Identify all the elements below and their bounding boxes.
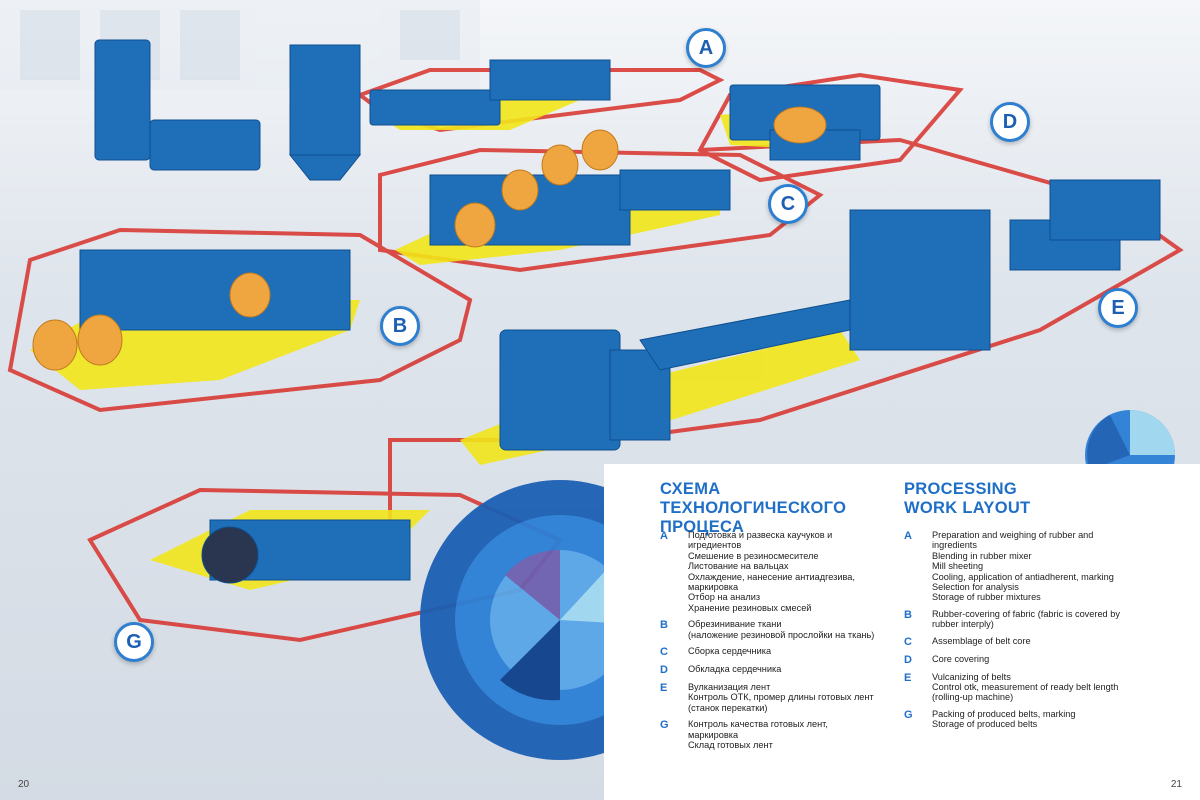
legend-title-en-line1: PROCESSING [904, 480, 1018, 498]
legend-line: (rolling-up machine) [932, 692, 1014, 703]
legend-description: Контроль качества готовых лент,маркировк… [688, 719, 828, 750]
legend-line: Смешение в резиносмесителе [688, 550, 819, 561]
legend-title-ru-line2: ПРОЦЕСА [660, 518, 745, 536]
legend-letter: A [904, 530, 912, 542]
legend-line: Control otk, measurement of ready belt l… [932, 682, 1119, 693]
legend-letter: A [660, 530, 668, 542]
legend-item-en-d: D Core covering [904, 654, 1144, 666]
legend-line: Контроль ОТК, промер длины готовых лент [688, 692, 874, 703]
legend-line: Обкладка сердечника [688, 664, 782, 675]
legend-letter: G [660, 719, 669, 732]
fabric-rolls [32, 106, 827, 371]
legend-line: Vulcanizing of belts [932, 671, 1011, 682]
legend-line: (станок перекатки) [688, 702, 768, 713]
legend-panel: СХЕМА ТЕХНОЛОГИЧЕСКОГО ПРОЦЕСА A Подготов… [604, 464, 1200, 800]
legend-letter: G [904, 708, 913, 721]
legend-line: Assemblage of belt core [932, 635, 1031, 646]
page-number-left: 20 [18, 779, 30, 790]
legend-item-ru-d: D Обкладка сердечника [660, 664, 900, 676]
page-number-right: 21 [1170, 779, 1182, 790]
zone-d-badge: D [990, 102, 1030, 142]
legend-line: rubber interply) [932, 619, 994, 630]
legend-line: Rubber-covering of fabric (fabric is cov… [932, 608, 1120, 619]
legend-letter: D [660, 664, 668, 677]
zone-g-badge: G [114, 622, 154, 662]
legend-line: Storage of rubber mixtures [932, 592, 1041, 603]
legend-description: Сборка сердечника [688, 646, 771, 658]
legend-title-ru-line1: СХЕМА ТЕХНОЛОГИЧЕСКОГО [660, 480, 847, 517]
legend-column-ru: СХЕМА ТЕХНОЛОГИЧЕСКОГО ПРОЦЕСА A Подготов… [660, 480, 900, 751]
legend-line: Selection for analysis [932, 582, 1019, 593]
legend-line: Packing of produced belts, marking [932, 708, 1076, 719]
legend-line: Склад готовых лент [688, 740, 773, 751]
legend-description: Обкладка сердечника [688, 664, 781, 676]
legend-title-ru: СХЕМА ТЕХНОЛОГИЧЕСКОГО ПРОЦЕСА [660, 480, 900, 536]
legend-line: маркировка [688, 729, 739, 740]
legend-item-en-b: B Rubber-covering of fabric (fabric is co… [904, 609, 1144, 630]
legend-letter: B [904, 608, 912, 621]
legend-line: Preparation and weighing of rubber and [932, 530, 1094, 540]
legend-letter: E [904, 671, 912, 684]
legend-line: игредиентов [688, 540, 742, 551]
legend-line: Хранение резиновых смесей [688, 602, 812, 613]
legend-line: Cooling, application of antiadherent, ma… [932, 571, 1114, 582]
legend-letter: E [660, 682, 668, 695]
legend-description: Assemblage of belt core [932, 636, 1031, 648]
legend-column-en: PROCESSING WORK LAYOUT A Preparation and … [904, 480, 1144, 730]
legend-item-en-c: C Assemblage of belt core [904, 636, 1144, 648]
legend-line: Охлаждение, нанесение антиадгезива, [688, 571, 855, 582]
legend-line: Подготовка и развеска каучуков и [688, 530, 833, 540]
back-wall-windows [0, 0, 480, 90]
legend-line: Обрезинивание ткани [688, 619, 782, 630]
legend-letter: B [660, 619, 668, 632]
legend-line: Вулканизация лент [688, 682, 771, 693]
legend-description: Обрезинивание ткани(наложение резиновой … [688, 619, 874, 640]
legend-title-en-line2: WORK LAYOUT [904, 499, 1031, 517]
legend-letter: D [904, 653, 912, 666]
legend-line: Blending in rubber mixer [932, 550, 1032, 561]
machinery [79, 39, 1161, 584]
legend-description: Core covering [932, 654, 989, 666]
legend-line: маркировка [688, 582, 739, 593]
legend-title-en: PROCESSING WORK LAYOUT [904, 480, 1144, 524]
legend-letter: C [660, 646, 668, 659]
zone-e-badge: E [1098, 288, 1138, 328]
zone-b-badge: B [380, 306, 420, 346]
legend-item-ru-g: G Контроль качества готовых лент,маркиров… [660, 719, 900, 750]
legend-line: Листование на вальцах [688, 561, 789, 572]
legend-line: Mill sheeting [932, 561, 984, 572]
legend-line: (наложение резиновой прослойки на ткань) [688, 629, 875, 640]
legend-line: Storage of produced belts [932, 719, 1038, 730]
legend-item-ru-b: B Обрезинивание ткани(наложение резиновой… [660, 619, 900, 640]
legend-letter: C [904, 635, 912, 648]
legend-item-ru-c: C Сборка сердечника [660, 646, 900, 658]
zone-a-badge: A [686, 28, 726, 68]
legend-line: Core covering [932, 653, 990, 664]
legend-line: Сборка сердечника [688, 646, 772, 657]
legend-line: Отбор на анализ [688, 592, 761, 603]
legend-line: Контроль качества готовых лент, [688, 719, 828, 730]
legend-description: Rubber-covering of fabric (fabric is cov… [932, 609, 1120, 630]
legend-line: ingredients [932, 540, 977, 551]
zone-c-badge: C [768, 184, 808, 224]
